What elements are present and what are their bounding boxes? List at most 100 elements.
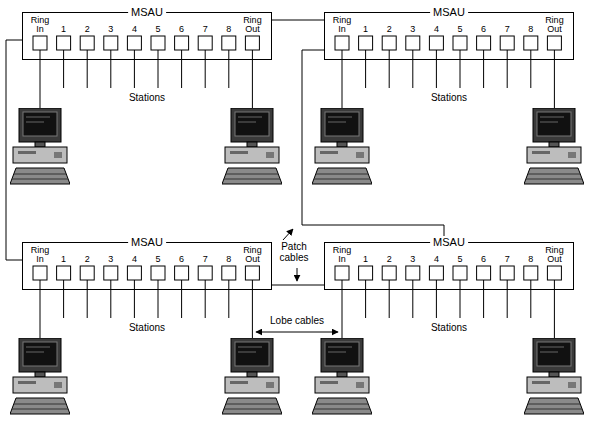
port-socket [151, 36, 165, 50]
port-socket [151, 266, 165, 280]
port-label: 8 [519, 25, 543, 34]
port-socket [524, 266, 538, 280]
port-label: 1 [354, 25, 378, 34]
port-label: Ring Out [240, 16, 264, 34]
station-computer [10, 108, 70, 184]
port-label: Ring Out [542, 16, 566, 34]
port-label: Ring In [330, 16, 354, 34]
port-label: 7 [495, 255, 519, 264]
port-socket [104, 36, 118, 50]
port-label: 3 [99, 25, 123, 34]
port-label: Ring In [330, 246, 354, 264]
station-cable [342, 50, 343, 108]
msau-box: MSAU [22, 242, 272, 290]
port-socket [382, 266, 396, 280]
port-label: Ring In [28, 246, 52, 264]
port-label: 6 [472, 255, 496, 264]
port-socket [80, 266, 94, 280]
station-cable [181, 50, 182, 88]
port-label: 1 [52, 255, 76, 264]
port-socket [127, 36, 141, 50]
stations-label: Stations [409, 92, 489, 104]
port-socket [547, 266, 561, 280]
port-socket [477, 36, 491, 50]
port-socket [80, 36, 94, 50]
msau-box: MSAU [22, 12, 272, 60]
station-cable [110, 280, 111, 318]
stations-label: Stations [107, 322, 187, 334]
station-cable [63, 50, 64, 88]
patch-cable [302, 50, 444, 242]
patch-cable [272, 285, 324, 286]
port-socket [245, 36, 259, 50]
port-socket [104, 266, 118, 280]
stations-label: Stations [409, 322, 489, 334]
msau-box: MSAU [324, 242, 574, 290]
port-label: 4 [424, 255, 448, 264]
port-label: 6 [472, 25, 496, 34]
station-computer [222, 108, 282, 184]
patch-cable [6, 40, 22, 260]
port-socket [382, 36, 396, 50]
port-socket [406, 266, 420, 280]
port-label: 7 [495, 25, 519, 34]
port-socket [547, 36, 561, 50]
port-socket [175, 36, 189, 50]
port-label: 4 [122, 255, 146, 264]
port-socket [500, 36, 514, 50]
station-computer [312, 338, 372, 414]
port-socket [429, 266, 443, 280]
port-label: 5 [146, 25, 170, 34]
station-cable [554, 50, 555, 108]
port-socket [359, 36, 373, 50]
station-cable [436, 280, 437, 318]
station-cable [365, 50, 366, 88]
station-cable [158, 50, 159, 88]
unit-title: MSAU [128, 6, 166, 19]
port-label: 5 [146, 255, 170, 264]
station-cable [554, 280, 555, 338]
port-label: 2 [75, 25, 99, 34]
stations-label: Stations [107, 92, 187, 104]
port-label: 6 [170, 255, 194, 264]
msau-box: MSAU [324, 12, 574, 60]
station-cable [389, 50, 390, 88]
port-socket [198, 266, 212, 280]
station-cable [228, 280, 229, 318]
port-label: 2 [377, 255, 401, 264]
port-label: 8 [217, 255, 241, 264]
station-cable [252, 280, 253, 338]
station-computer [10, 338, 70, 414]
port-socket [57, 266, 71, 280]
station-computer [524, 338, 584, 414]
station-cable [205, 50, 206, 88]
station-cable [507, 50, 508, 88]
station-cable [412, 280, 413, 318]
port-socket [477, 266, 491, 280]
station-computer [222, 338, 282, 414]
port-socket [335, 266, 349, 280]
station-cable [205, 280, 206, 318]
port-socket [406, 36, 420, 50]
station-cable [483, 280, 484, 318]
station-computer [524, 108, 584, 184]
station-cable [181, 280, 182, 318]
station-cable [110, 50, 111, 88]
station-cable [63, 280, 64, 318]
unit-title: MSAU [430, 6, 468, 19]
port-label: 1 [52, 25, 76, 34]
port-socket [198, 36, 212, 50]
station-cable [228, 50, 229, 88]
station-cable [483, 50, 484, 88]
station-cable [40, 50, 41, 108]
port-socket [33, 266, 47, 280]
station-computer [312, 108, 372, 184]
port-socket [222, 266, 236, 280]
port-socket [453, 266, 467, 280]
port-label: 7 [193, 255, 217, 264]
port-socket [335, 36, 349, 50]
callout-label: Patch cables [277, 241, 311, 263]
port-socket [500, 266, 514, 280]
station-cable [134, 50, 135, 88]
